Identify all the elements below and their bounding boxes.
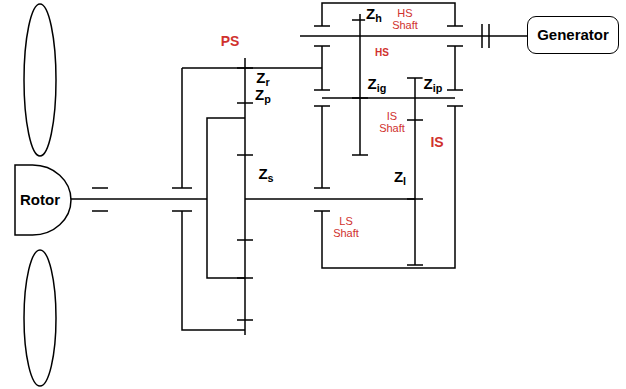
ls-shaft [245, 198, 415, 200]
rotor-blade [24, 4, 56, 156]
gear-label: Zh [365, 6, 383, 23]
node-label: Generator [537, 27, 609, 44]
is-gear [414, 78, 416, 265]
hs-housing [322, 3, 455, 26]
rotor-shaft [68, 198, 207, 200]
gear-label: Zr [255, 70, 270, 87]
stage-label: PS [220, 34, 241, 49]
shaft-label: LS Shaft [332, 215, 360, 239]
bearing [92, 188, 108, 211]
bearing [172, 188, 192, 211]
hs-shaft [300, 35, 527, 37]
gear-label: Zl [393, 169, 407, 186]
stage-label: HS [374, 47, 390, 58]
gear-teeth [237, 68, 253, 320]
gear-label: Zip [423, 76, 444, 93]
bearing [314, 26, 463, 46]
gear-label: Zs [257, 166, 274, 183]
stage-label: IS [429, 135, 444, 150]
bearing [314, 188, 330, 211]
gear-teeth [407, 78, 423, 265]
shaft-label: HS Shaft [391, 7, 419, 31]
planet-carrier [207, 118, 245, 278]
is-housing [322, 46, 455, 268]
hub-shape [15, 165, 71, 235]
gear-label: Zp [254, 87, 272, 104]
planet-gear [244, 58, 246, 335]
gear-teeth [352, 20, 368, 155]
rotor-hub: Rotor [14, 164, 72, 236]
rotor-blade [24, 250, 56, 386]
node-label: Rotor [20, 192, 60, 209]
generator-box: Generator [527, 16, 619, 54]
is-shaft [322, 97, 455, 99]
gear-label: Zig [367, 76, 388, 93]
coupling [482, 24, 489, 48]
hs-gear [359, 14, 361, 155]
shaft-label: IS Shaft [378, 110, 406, 134]
